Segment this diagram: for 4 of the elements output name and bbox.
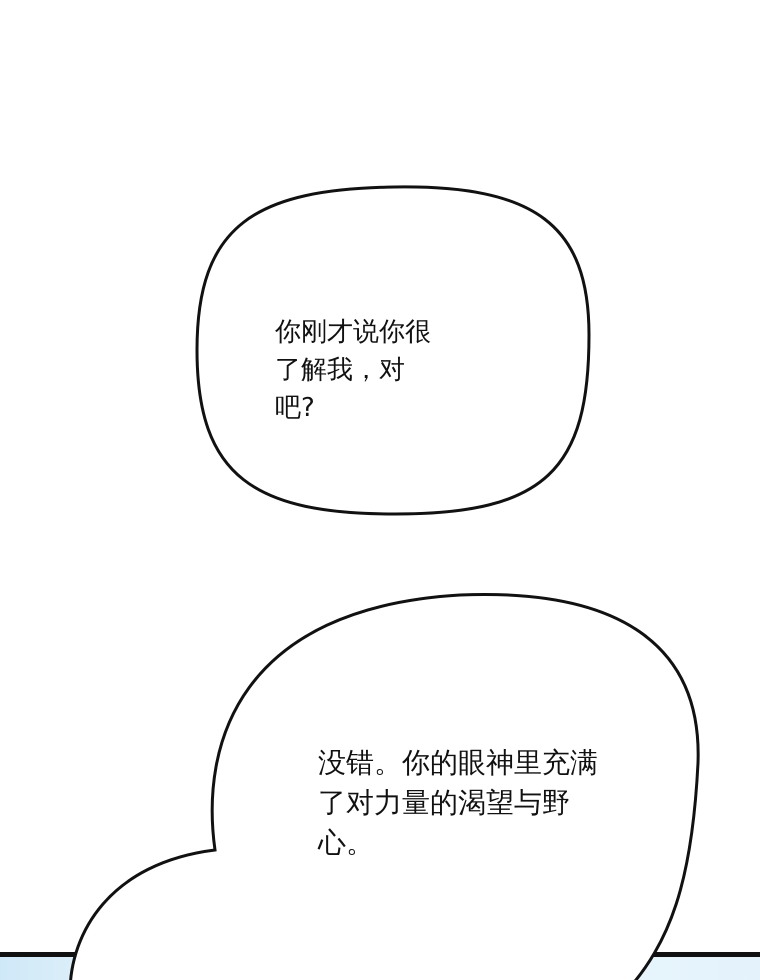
dialogue-text: 没错。你的眼神里充满了对力量的渴望与野心。 bbox=[318, 745, 599, 861]
speech-bubble bbox=[70, 593, 702, 980]
speech-bubble bbox=[195, 185, 591, 516]
dialogue-text: 你刚才说你很了解我，对吧? bbox=[275, 316, 432, 425]
